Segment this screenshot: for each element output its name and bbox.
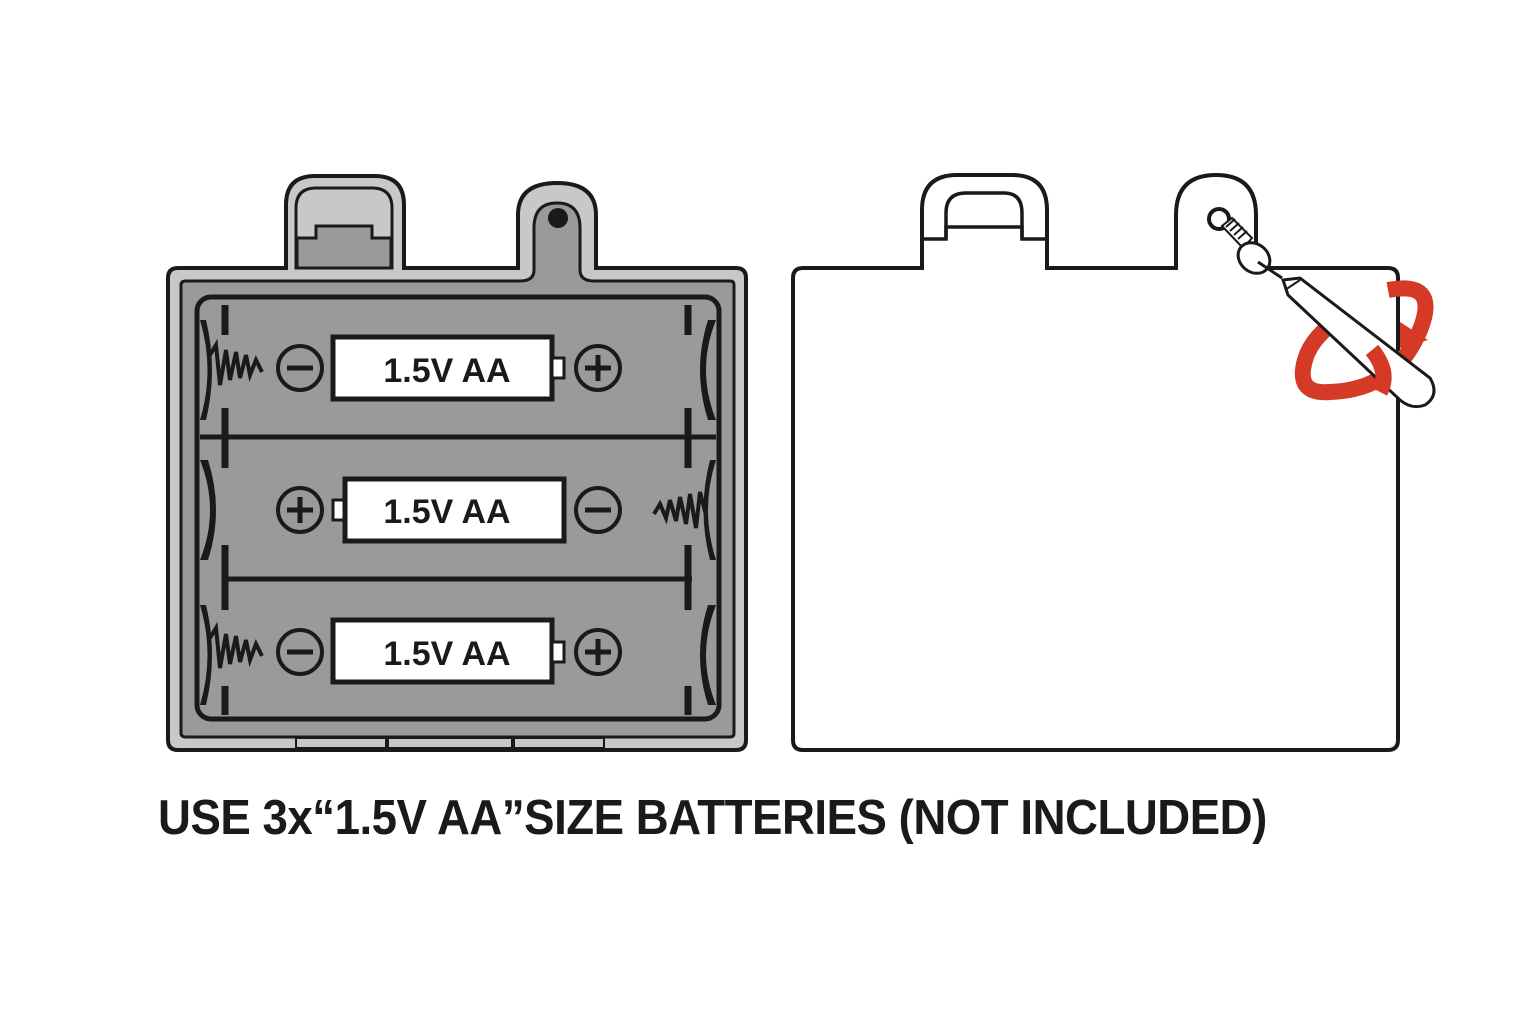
contact-rails	[221, 305, 692, 715]
battery-slot-1: 1.5V AA	[276, 334, 622, 402]
contact-left-plates	[200, 320, 716, 705]
bottom-clips	[295, 737, 605, 749]
plus-terminal-icon	[276, 486, 324, 534]
plus-terminal-icon	[574, 344, 622, 392]
rotate-arrow-icon	[1294, 280, 1434, 401]
minus-terminal-icon	[276, 628, 324, 676]
battery	[330, 617, 555, 685]
battery-nub	[550, 356, 566, 380]
battery-slot-3: 1.5V AA	[276, 617, 622, 685]
battery-slot-2: 1.5V AA	[276, 476, 622, 544]
minus-terminal-icon	[276, 344, 324, 392]
latch-notch	[295, 224, 393, 270]
battery-instruction-caption: USE 3x“1.5V AA”SIZE BATTERIES (NOT INCLU…	[158, 791, 1267, 845]
cover-latch	[944, 191, 1024, 239]
screw-hole	[548, 208, 568, 228]
battery-label: 1.5V AA	[383, 352, 510, 390]
spring-icon	[652, 491, 708, 529]
battery	[342, 476, 567, 544]
minus-terminal-icon	[574, 486, 622, 534]
cover-outline	[791, 172, 1400, 752]
spring-icon	[208, 621, 264, 669]
battery-nub	[550, 640, 566, 664]
battery-label: 1.5V AA	[383, 635, 510, 673]
screwdriver-icon	[1207, 207, 1436, 409]
plus-terminal-icon	[574, 628, 622, 676]
battery-label: 1.5V AA	[383, 493, 510, 531]
screwdriver-handle	[1280, 276, 1436, 409]
rotate-arrow-front	[1365, 344, 1392, 396]
battery-cover	[791, 172, 1436, 752]
spring-icon	[208, 338, 264, 386]
open-battery-compartment: 1.5V AA 1.5V AA 1.5V AA	[166, 174, 748, 752]
